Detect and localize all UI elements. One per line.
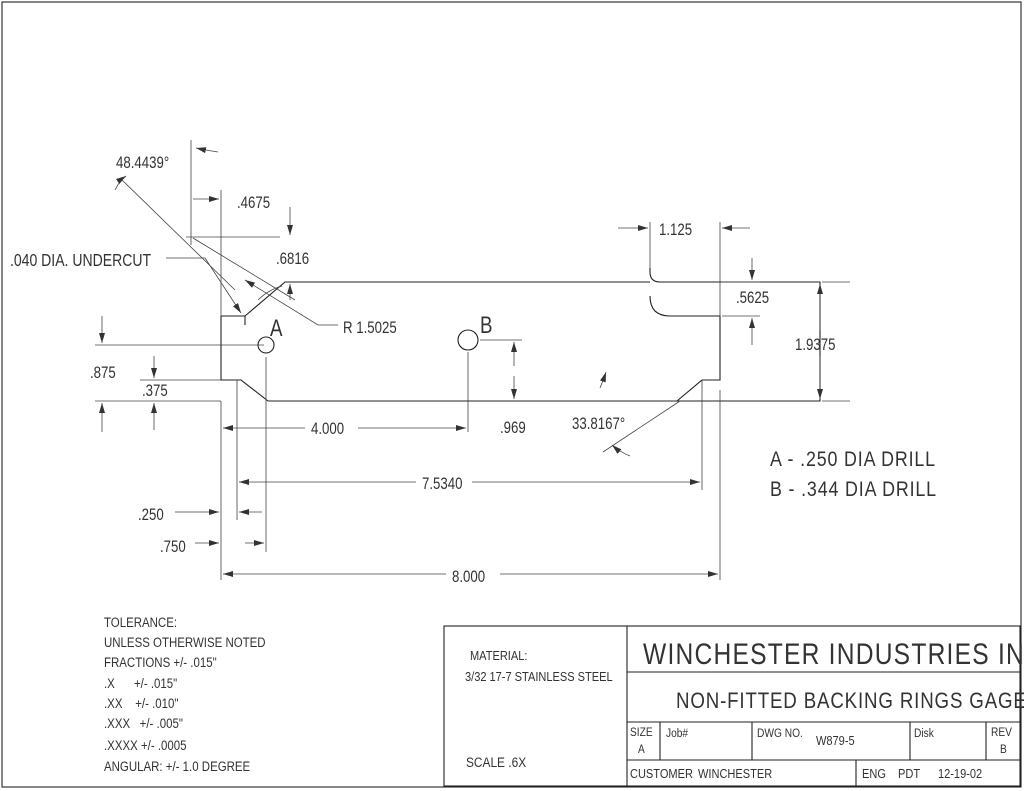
size-value: A xyxy=(638,743,645,756)
dim-875: .875 xyxy=(90,316,264,432)
dwg-label: DWG NO. xyxy=(757,727,803,740)
part-outline xyxy=(220,268,821,402)
svg-text:7.5340: 7.5340 xyxy=(422,475,463,494)
svg-text:.XXX +/- .005": .XXX +/- .005" xyxy=(104,716,183,731)
dim-angle-top: 48.4439° xyxy=(114,140,296,301)
eng-value: PDT xyxy=(898,766,921,781)
customer-value: WINCHESTER xyxy=(698,766,772,781)
dim-969: .969 xyxy=(480,339,526,438)
svg-text:1.9375: 1.9375 xyxy=(795,336,836,355)
svg-text:TOLERANCE:: TOLERANCE: xyxy=(104,615,177,630)
svg-text:.5625: .5625 xyxy=(736,289,769,308)
rev-value: B xyxy=(1000,743,1007,756)
svg-text:48.4439°: 48.4439° xyxy=(116,154,169,173)
dim-375: .375 xyxy=(140,356,221,430)
tolerance-block: TOLERANCE: UNLESS OTHERWISE NOTED FRACTI… xyxy=(104,615,266,774)
rev-label: REV xyxy=(991,726,1012,739)
svg-text:.750: .750 xyxy=(160,538,186,557)
dim-4675: .4675 xyxy=(193,190,270,316)
drawing-title: NON-FITTED BACKING RINGS GAGE xyxy=(676,690,1024,714)
dim-6816: .6816 xyxy=(276,207,309,300)
dim-5625: .5625 xyxy=(722,258,769,345)
hole-b-label: B xyxy=(480,312,492,339)
dim-75340: 7.5340 xyxy=(236,380,703,520)
dim-250: .250 xyxy=(138,506,262,525)
svg-text:.6816: .6816 xyxy=(276,250,309,269)
job-label: Job# xyxy=(666,727,689,740)
date: 12-19-02 xyxy=(938,766,982,781)
svg-text:.375: .375 xyxy=(142,382,168,401)
dim-1125: 1.125 xyxy=(618,221,750,316)
svg-text:.969: .969 xyxy=(500,419,526,438)
svg-text:.875: .875 xyxy=(90,364,116,383)
svg-text:UNLESS OTHERWISE NOTED: UNLESS OTHERWISE NOTED xyxy=(104,635,266,650)
dim-radius: R 1.5025 xyxy=(244,279,397,338)
hole-a-label: A xyxy=(270,315,283,342)
svg-text:ANGULAR: +/- 1.0 DEGREE: ANGULAR: +/- 1.0 DEGREE xyxy=(104,759,250,774)
dim-750: .750 xyxy=(160,357,267,557)
dim-undercut: .040 DIA. UNDERCUT xyxy=(10,250,242,314)
material-value: 3/32 17-7 STAINLESS STEEL xyxy=(465,669,613,684)
svg-text:.XX +/- .010": .XX +/- .010" xyxy=(104,696,178,711)
scale: SCALE .6X xyxy=(466,754,526,770)
svg-text:4.000: 4.000 xyxy=(311,420,344,439)
svg-text:.040 DIA. UNDERCUT: .040 DIA. UNDERCUT xyxy=(10,250,151,270)
material-label: MATERIAL: xyxy=(470,648,527,663)
svg-text:8.000: 8.000 xyxy=(452,568,485,587)
svg-text:33.8167°: 33.8167° xyxy=(572,415,625,434)
svg-text:FRACTIONS +/- .015": FRACTIONS +/- .015" xyxy=(104,655,217,670)
svg-text:.4675: .4675 xyxy=(237,194,270,213)
dwg-value: W879-5 xyxy=(816,733,855,748)
hole-b xyxy=(457,329,479,351)
drill-note-b: B - .344 DIA DRILL xyxy=(770,478,937,502)
title-block: MATERIAL: 3/32 17-7 STAINLESS STEEL SCAL… xyxy=(443,625,1024,787)
svg-text:.X +/- .015": .X +/- .015" xyxy=(104,676,177,691)
disk-label: Disk xyxy=(914,727,934,740)
eng-label: ENG xyxy=(862,766,886,781)
svg-text:R 1.5025: R 1.5025 xyxy=(343,319,397,338)
size-label: SIZE xyxy=(630,726,653,739)
company-name: WINCHESTER INDUSTRIES INC. xyxy=(643,637,1024,671)
svg-text:.XXXX +/- .0005: .XXXX +/- .0005 xyxy=(104,738,187,753)
customer-label: CUSTOMER xyxy=(630,766,693,781)
dim-19375: 1.9375 xyxy=(795,281,850,402)
dim-angle-bottom: 33.8167° xyxy=(572,371,681,457)
dim-8000: 8.000 xyxy=(223,390,721,587)
svg-text:1.125: 1.125 xyxy=(659,221,692,240)
dim-4000: 4.000 xyxy=(220,352,469,580)
drill-note-a: A - .250 DIA DRILL xyxy=(770,448,936,472)
svg-text:.250: .250 xyxy=(138,506,164,525)
